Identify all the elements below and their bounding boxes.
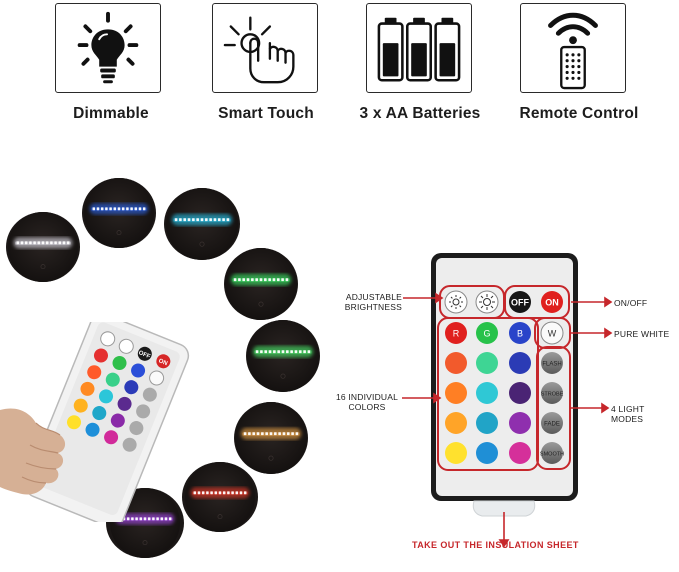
smooth-button[interactable]: SMOOTH xyxy=(540,452,564,458)
flash-button[interactable]: FLASH xyxy=(542,362,561,368)
remote-diagram-drawing: OFF ON R G B W FLASH STROBE FADE SMOOTH xyxy=(402,253,613,548)
annotation-colors: 16 INDIVIDUAL COLORS xyxy=(335,392,399,412)
feature-label-batteries: 3 x AA Batteries xyxy=(359,105,481,122)
feature-label-remote: Remote Control xyxy=(519,105,639,122)
handheld-remote: OFF ON xyxy=(0,313,200,529)
remote-feature-box xyxy=(520,3,626,93)
batteries-feature-box xyxy=(366,3,472,93)
off-button[interactable]: OFF xyxy=(511,298,529,308)
strobe-button[interactable]: STROBE xyxy=(541,392,564,398)
feature-label-smart-touch: Smart Touch xyxy=(218,105,314,122)
dimmable-feature-box xyxy=(55,3,161,93)
led-base-disc xyxy=(234,402,308,474)
green-button[interactable]: G xyxy=(483,329,490,339)
led-base-disc xyxy=(164,188,240,260)
fade-button[interactable]: FADE xyxy=(544,422,560,428)
battery-icon xyxy=(377,17,461,82)
led-base-disc xyxy=(224,248,298,320)
feature-label-dimmable: Dimmable xyxy=(73,105,149,122)
remote-diagram: OFF ON R G B W FLASH STROBE FADE SMOOTH xyxy=(330,250,679,567)
annotation-light-modes: 4 LIGHT MODES xyxy=(611,404,645,424)
led-base-disc xyxy=(182,462,258,532)
led-base-disc xyxy=(246,320,320,392)
annotation-adjustable: ADJUSTABLE BRIGHTNESS xyxy=(344,292,402,312)
touch-hand-icon xyxy=(223,16,295,84)
on-button[interactable]: ON xyxy=(545,298,559,308)
smart-touch-feature-box xyxy=(212,3,318,93)
remote-wifi-icon xyxy=(548,12,598,90)
led-base-disc xyxy=(6,212,80,282)
svg-text:ON: ON xyxy=(157,358,168,367)
bulb-icon xyxy=(77,11,139,84)
svg-text:OFF: OFF xyxy=(138,350,152,360)
white-button[interactable]: W xyxy=(548,329,557,339)
red-button[interactable]: R xyxy=(453,329,460,339)
annotation-pure-white: PURE WHITE xyxy=(614,329,670,339)
led-base-disc xyxy=(82,178,156,248)
annotation-insulation: TAKE OUT THE INSULATION SHEET xyxy=(412,540,579,550)
annotation-on-off: ON/OFF xyxy=(614,298,648,308)
hand xyxy=(0,408,66,495)
blue-button[interactable]: B xyxy=(517,329,523,339)
